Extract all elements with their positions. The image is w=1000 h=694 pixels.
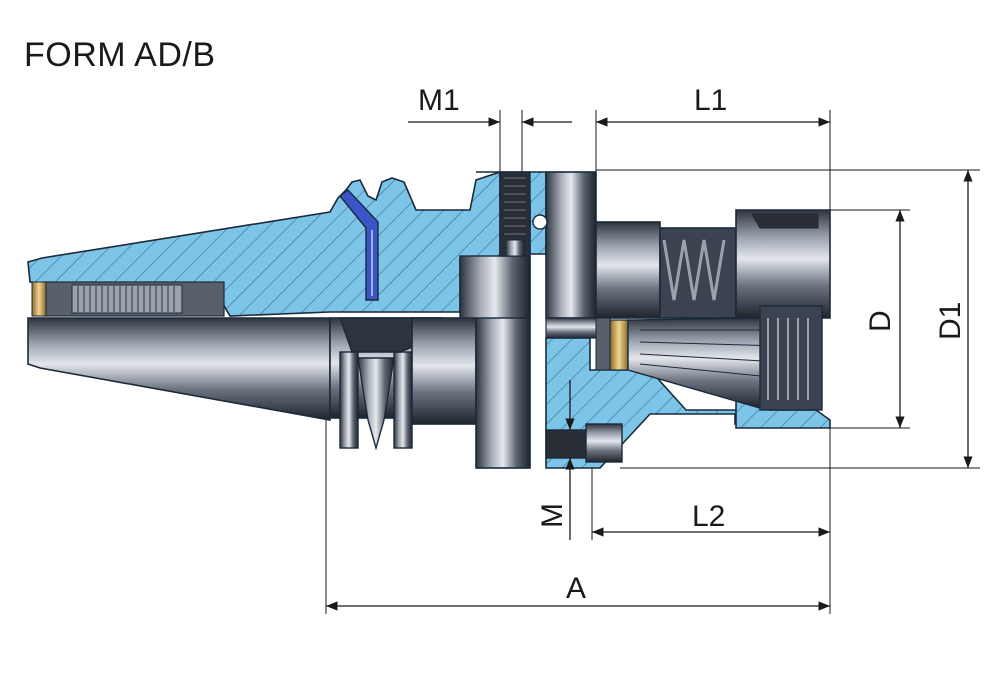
balancing-screw <box>499 171 531 257</box>
collet <box>609 305 823 411</box>
collet-body <box>595 221 737 319</box>
drawbar-thread <box>31 281 225 317</box>
coolant-screw <box>338 189 379 301</box>
label-d: D <box>864 310 897 332</box>
label-l2: L2 <box>692 500 725 533</box>
label-m: M <box>536 503 569 528</box>
dimension-lines <box>325 110 980 614</box>
label-l1: L1 <box>694 84 727 117</box>
label-d1: D1 <box>934 302 967 340</box>
label-m1: M1 <box>418 84 460 117</box>
label-a: A <box>566 572 586 605</box>
lower-body <box>27 255 531 469</box>
inner-bore <box>545 317 611 371</box>
drawing-title: FORM AD/B <box>24 36 216 74</box>
